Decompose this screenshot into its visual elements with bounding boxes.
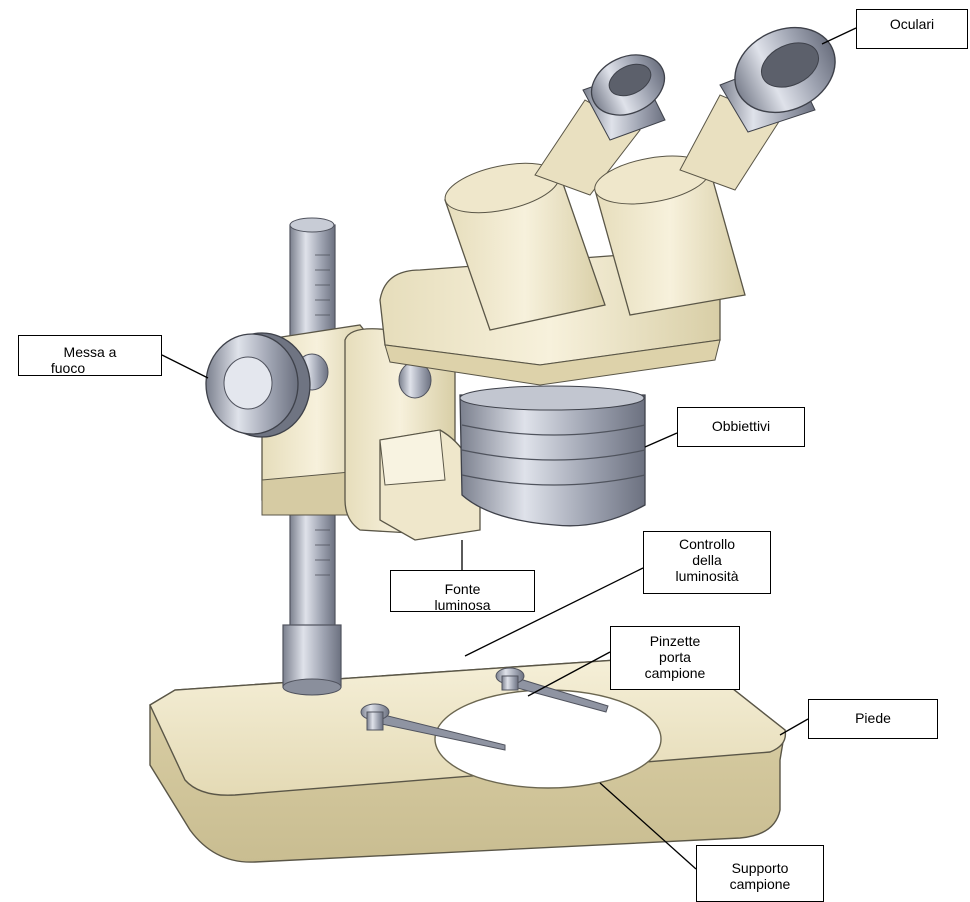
label-pinzette-porta-campione: Pinzette porta campione	[610, 626, 740, 690]
label-controllo-luminosita: Controllo della luminosità	[643, 531, 771, 594]
label-messa-a-fuoco-line1: Messa a	[64, 344, 117, 360]
leader-obbiettivi	[645, 433, 677, 447]
label-fonte-luminosa-line2: luminosa	[434, 597, 490, 613]
leader-oculari	[822, 28, 856, 44]
label-oculari-text: Oculari	[890, 16, 934, 32]
label-messa-a-fuoco: Messa a fuoco	[18, 335, 162, 376]
label-fonte-luminosa: Fonte luminosa	[390, 570, 535, 612]
objective-lens-assembly	[460, 386, 645, 526]
label-piede-text: Piede	[855, 710, 891, 726]
label-pinzette-line3: campione	[645, 665, 706, 681]
label-supporto-campione: Supporto campione	[696, 845, 824, 902]
label-controllo-line3: luminosità	[675, 568, 738, 584]
label-controllo-line1: Controllo	[675, 536, 738, 552]
label-pinzette-line1: Pinzette	[645, 633, 706, 649]
label-messa-a-fuoco-line2: fuoco	[20, 360, 117, 376]
leader-piede	[780, 719, 808, 735]
label-supporto-line1: Supporto	[730, 860, 791, 876]
label-oculari: Oculari	[856, 9, 968, 49]
label-obbiettivi: Obbiettivi	[677, 407, 805, 447]
label-controllo-line2: della	[675, 552, 738, 568]
label-fonte-luminosa-line1: Fonte	[434, 581, 490, 597]
leader-messa-a-fuoco	[162, 355, 208, 378]
label-supporto-line2: campione	[730, 876, 791, 892]
label-pinzette-line2: porta	[645, 649, 706, 665]
label-obbiettivi-text: Obbiettivi	[712, 418, 770, 434]
label-piede: Piede	[808, 699, 938, 739]
